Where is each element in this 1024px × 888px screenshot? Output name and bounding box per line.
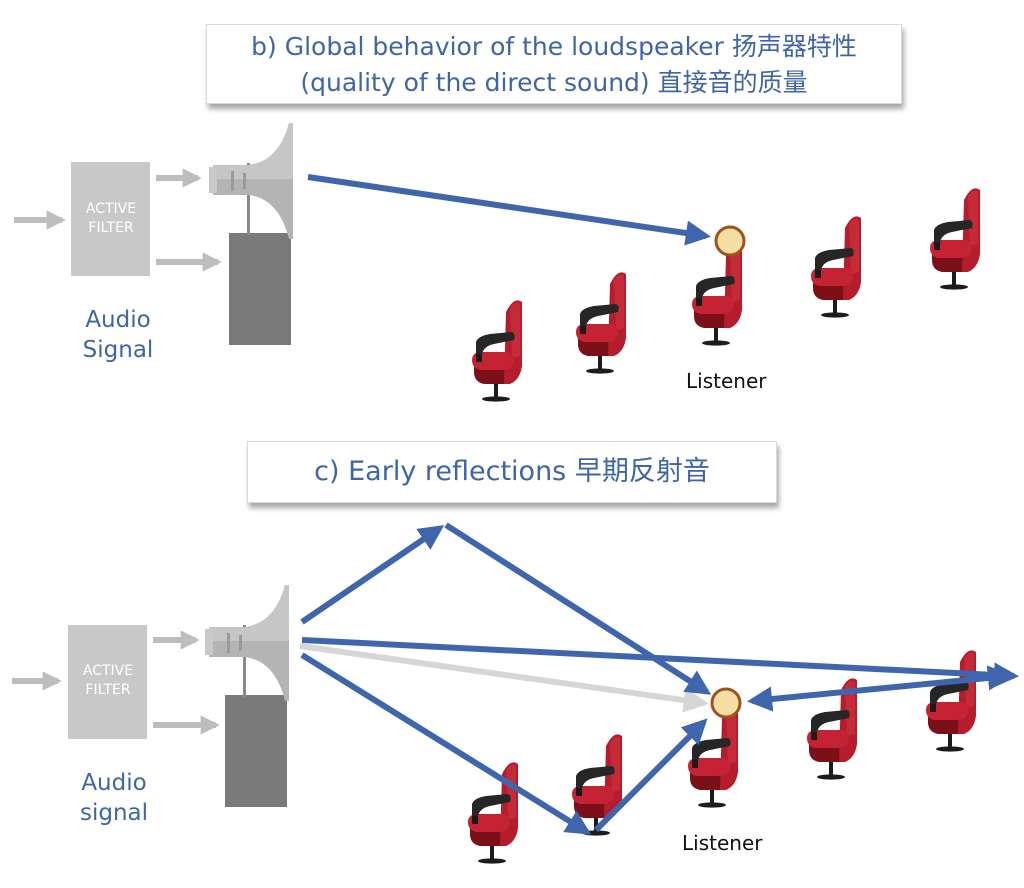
audio-label-line2: signal xyxy=(79,800,149,826)
active-filter-box xyxy=(68,625,147,739)
ceiling-reflection-up-arrow xyxy=(300,525,445,625)
panel-b-title-line1: b) Global behavior of the loudspeaker 扬声… xyxy=(251,32,857,61)
seat xyxy=(468,762,518,864)
seat xyxy=(472,300,522,402)
panel-c-audio-label: Audio signal xyxy=(69,768,159,828)
seat xyxy=(692,244,742,346)
seat xyxy=(576,272,626,374)
listener-marker xyxy=(714,225,746,257)
loudspeaker xyxy=(205,585,289,807)
rear-wall-arrow xyxy=(301,637,1020,688)
direct-sound-arrow xyxy=(299,643,709,713)
panel-b-filter-label: ACTIVE FILTER xyxy=(72,200,150,238)
seat xyxy=(811,216,861,318)
panel-c-title: c) Early reflections 早期反射音 xyxy=(247,441,777,503)
panel-c-filter-label: ACTIVE FILTER xyxy=(69,662,147,700)
direct-sound-arrow xyxy=(307,174,711,246)
filter-label-line1: ACTIVE xyxy=(82,663,134,679)
listener-marker xyxy=(710,687,742,719)
panel-b-title-line2: (quality of the direct sound) 直接音的质量 xyxy=(300,68,808,97)
panel-b-listener-label: Listener xyxy=(686,369,767,393)
filter-label-line1: ACTIVE xyxy=(85,201,137,217)
loudspeaker xyxy=(209,123,293,345)
audio-label-line1: Audio xyxy=(81,770,147,796)
filter-label-line2: FILTER xyxy=(88,220,134,236)
audio-label-line2: Signal xyxy=(82,337,154,363)
filter-label-line2: FILTER xyxy=(85,682,131,698)
seat xyxy=(572,734,622,836)
panel-c xyxy=(12,522,1020,864)
rear-wall-reflection-arrow xyxy=(746,665,1014,712)
panel-b-audio-label: Audio Signal xyxy=(73,305,163,365)
floor-reflection-up-arrow xyxy=(593,718,708,833)
panel-c-listener-label: Listener xyxy=(682,831,763,855)
panel-b xyxy=(14,123,980,402)
seat xyxy=(930,188,980,290)
ceiling-reflection-down-arrow xyxy=(444,522,712,695)
seat xyxy=(688,706,738,808)
active-filter-box xyxy=(71,162,150,276)
panel-b-title: b) Global behavior of the loudspeaker 扬声… xyxy=(206,24,902,104)
floor-reflection-down-arrow xyxy=(300,652,592,835)
audio-label-line1: Audio xyxy=(85,307,151,333)
seat xyxy=(926,650,976,752)
